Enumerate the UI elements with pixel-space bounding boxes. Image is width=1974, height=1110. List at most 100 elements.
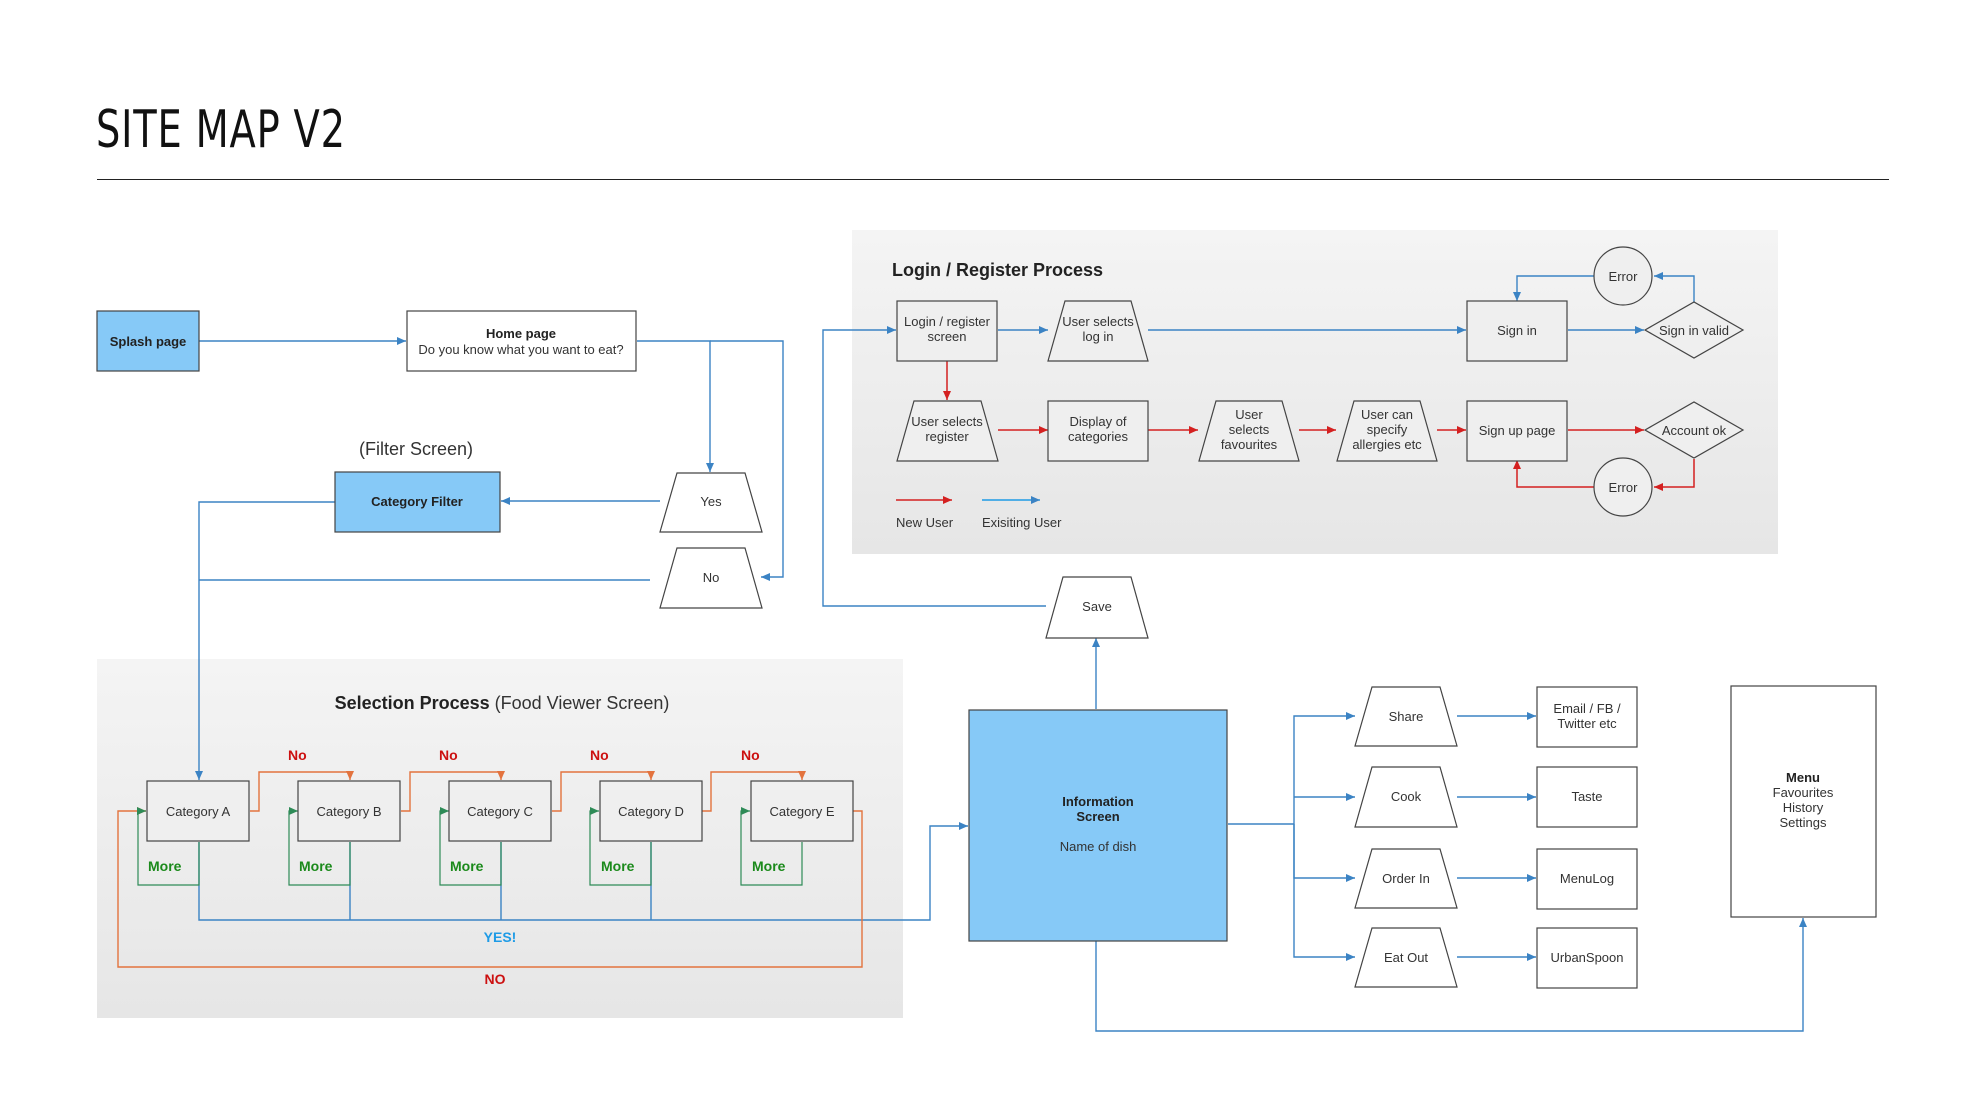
save-to-login-arrow: [822, 326, 1046, 607]
information-title-2: Screen: [1076, 809, 1119, 824]
category-a-more-loop: [137, 807, 200, 886]
no-label-d: No: [741, 747, 760, 763]
error-to-signup-arrow: [1513, 460, 1594, 488]
no-decision-node[interactable]: [659, 547, 763, 609]
no-label: No: [703, 570, 720, 585]
user-can-specify-1: User can: [1361, 407, 1413, 422]
filter-screen-caption: (Filter Screen): [359, 439, 473, 459]
user-can-specify-2: specify: [1367, 422, 1408, 437]
user-selects-favourites-2: selects: [1229, 422, 1270, 437]
urbanspoon-node[interactable]: [1536, 927, 1638, 989]
display-categories-node[interactable]: [1047, 400, 1149, 462]
menu-node[interactable]: [1730, 685, 1877, 918]
sign-up-page-node[interactable]: [1466, 400, 1568, 462]
menulog-node[interactable]: [1536, 848, 1638, 910]
category-b-more-loop: [288, 807, 351, 886]
no-label-c: No: [590, 747, 609, 763]
order-in-node[interactable]: [1354, 848, 1458, 909]
login-register-screen-node[interactable]: [896, 300, 998, 362]
selection-title-bold: Selection Process: [335, 693, 490, 713]
yes-exclaim-label: YES!: [484, 929, 517, 945]
eat-out-label: Eat Out: [1384, 950, 1428, 965]
category-filter-node[interactable]: [334, 471, 501, 533]
valid-to-error-arrow: [1654, 272, 1695, 302]
b-to-c-no-arrow: [401, 771, 505, 812]
sign-in-node[interactable]: [1466, 300, 1568, 362]
sign-in-error-node[interactable]: [1593, 246, 1653, 306]
category-e-node[interactable]: [750, 780, 854, 842]
category-no-loop-line: [117, 807, 863, 968]
category-d-label: Category D: [618, 804, 684, 819]
splash-page-node[interactable]: [96, 310, 200, 372]
login-panel-title: Login / Register Process: [892, 260, 1103, 280]
menu-favourites: Favourites: [1773, 785, 1834, 800]
info-to-menu-arrow: [1095, 918, 1807, 1032]
share-node[interactable]: [1354, 686, 1458, 747]
title-divider: [97, 179, 1889, 180]
urbanspoon-label: UrbanSpoon: [1551, 950, 1624, 965]
user-selects-login-node[interactable]: [1047, 300, 1149, 362]
filter-to-category-a-arrow: [195, 501, 335, 780]
user-can-specify-3: allergies etc: [1352, 437, 1422, 452]
error-to-signin-arrow: [1513, 275, 1594, 301]
to-eat-out-arrow: [1293, 824, 1355, 961]
more-label-a: More: [148, 858, 182, 874]
page-title: SITE MAP V2: [96, 100, 346, 160]
sign-up-error-label: Error: [1609, 480, 1639, 495]
yes-label: Yes: [700, 494, 722, 509]
more-label-e: More: [752, 858, 786, 874]
legend-existing-user-label: Exisiting User: [982, 515, 1062, 530]
information-title-1: Information: [1062, 794, 1134, 809]
yes-decision-node[interactable]: [659, 472, 763, 533]
save-label: Save: [1082, 599, 1112, 614]
legend-new-user-label: New User: [896, 515, 954, 530]
account-ok-label: Account ok: [1662, 423, 1727, 438]
sign-up-error-node[interactable]: [1593, 457, 1653, 517]
home-page-node[interactable]: [406, 310, 637, 372]
email-fb-twitter-node[interactable]: [1536, 686, 1638, 748]
sign-in-label: Sign in: [1497, 323, 1537, 338]
taste-node[interactable]: [1536, 766, 1638, 828]
category-a-node[interactable]: [146, 780, 250, 842]
category-e-label: Category E: [769, 804, 834, 819]
taste-label: Taste: [1571, 789, 1602, 804]
category-b-node[interactable]: [297, 780, 401, 842]
menu-settings: Settings: [1780, 815, 1827, 830]
user-selects-favourites-1: User: [1235, 407, 1263, 422]
information-screen-node[interactable]: [968, 709, 1228, 942]
c-to-d-no-arrow: [552, 771, 655, 812]
account-ok-node[interactable]: [1643, 401, 1745, 459]
category-filter-label: Category Filter: [371, 494, 463, 509]
more-label-b: More: [299, 858, 333, 874]
user-selects-login-2: log in: [1082, 329, 1113, 344]
cook-node[interactable]: [1354, 766, 1458, 828]
sign-up-page-label: Sign up page: [1479, 423, 1556, 438]
order-in-label: Order In: [1382, 871, 1430, 886]
category-b-label: Category B: [316, 804, 381, 819]
to-order-in-arrow: [1293, 824, 1355, 882]
menulog-label: MenuLog: [1560, 871, 1614, 886]
d-to-e-no-arrow: [702, 771, 806, 812]
eat-out-node[interactable]: [1354, 927, 1458, 988]
login-screen-label-1: Login / register: [904, 314, 991, 329]
email-fb-label-1: Email / FB /: [1553, 701, 1621, 716]
category-d-node[interactable]: [599, 780, 703, 842]
save-node[interactable]: [1045, 576, 1149, 639]
user-can-specify-node[interactable]: [1336, 400, 1438, 462]
user-selects-register-1: User selects: [911, 414, 983, 429]
user-selects-register-2: register: [925, 429, 969, 444]
to-share-arrow: [1293, 712, 1355, 824]
category-c-label: Category C: [467, 804, 533, 819]
user-selects-favourites-node[interactable]: [1198, 400, 1300, 462]
user-selects-register-node[interactable]: [896, 400, 999, 462]
category-c-node[interactable]: [448, 780, 552, 842]
selection-panel-title: Selection Process (Food Viewer Screen): [335, 693, 670, 713]
login-screen-label-2: screen: [927, 329, 966, 344]
cook-label: Cook: [1391, 789, 1422, 804]
sign-in-valid-label: Sign in valid: [1659, 323, 1729, 338]
display-categories-2: categories: [1068, 429, 1128, 444]
home-to-yes-arrow: [637, 340, 714, 472]
sign-in-valid-node[interactable]: [1643, 301, 1745, 359]
menu-history: History: [1783, 800, 1824, 815]
share-label: Share: [1389, 709, 1424, 724]
